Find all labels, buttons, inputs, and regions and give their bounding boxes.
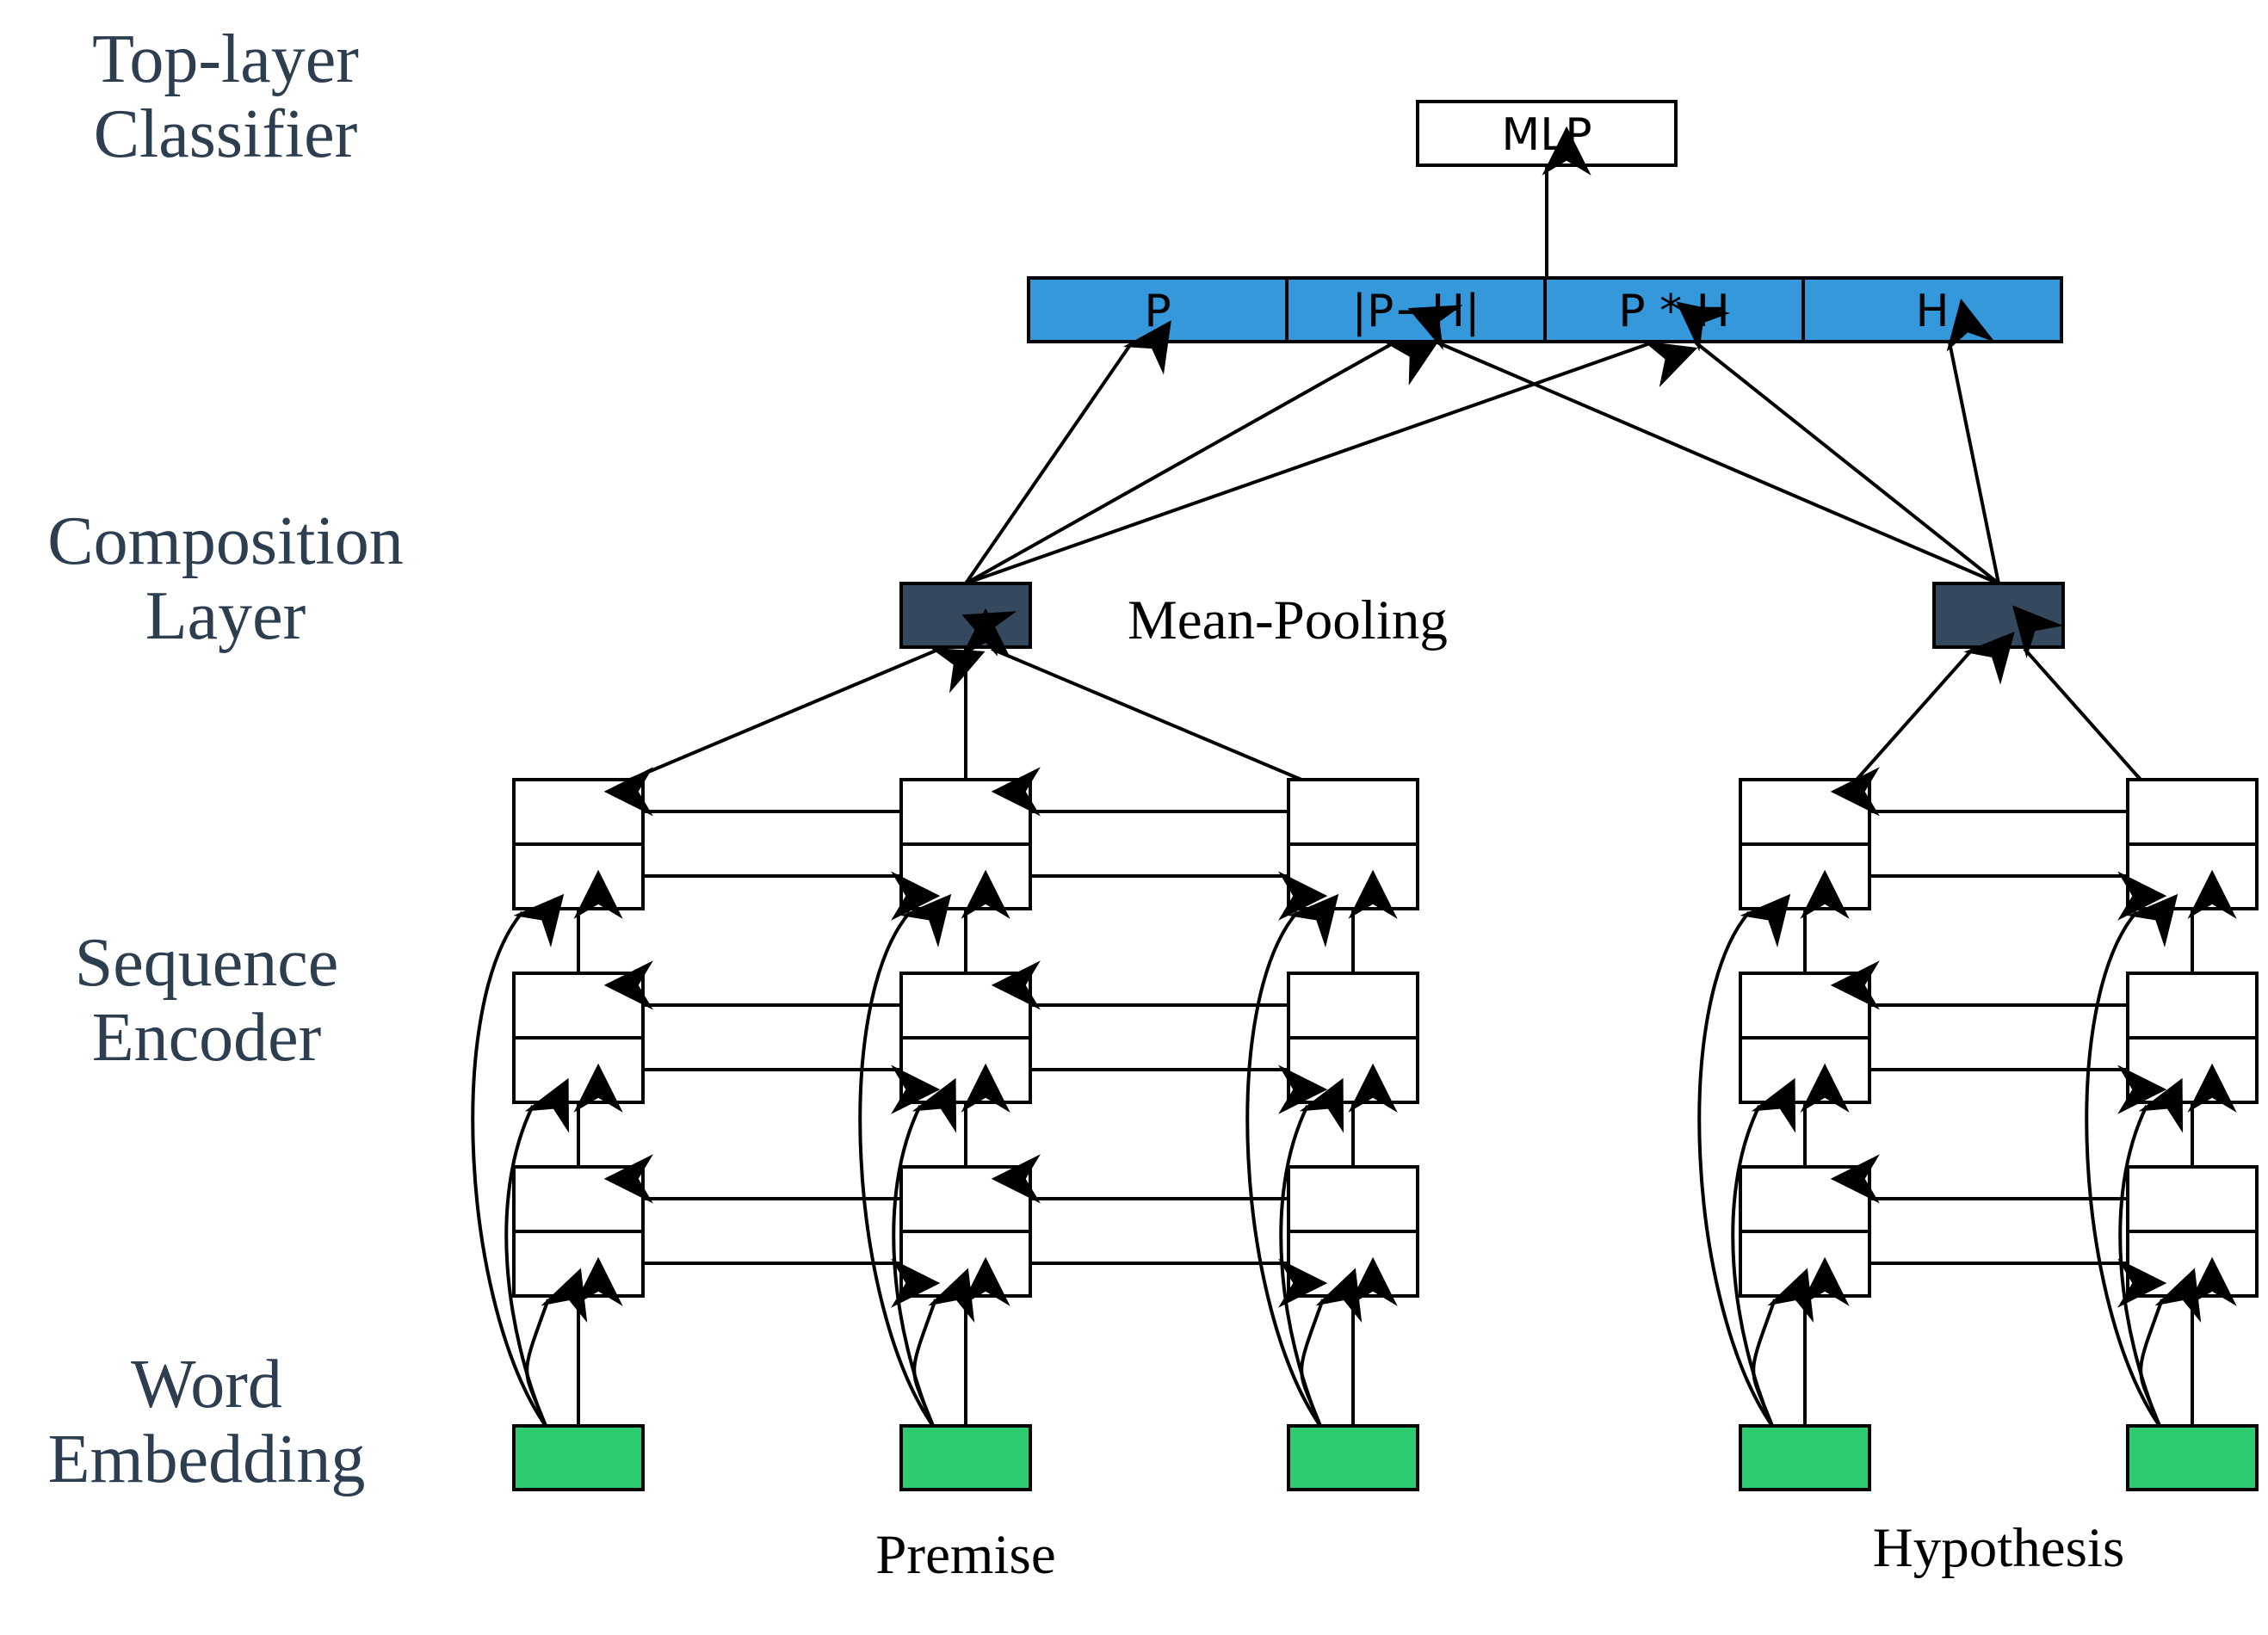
label-composition-line1: Composition <box>47 503 403 579</box>
label-encoder-line2: Encoder <box>92 1000 322 1076</box>
premise-skip-connection-arrow <box>1245 893 1339 1428</box>
hypothesis-pooled-vector <box>1932 582 2065 649</box>
concat-segment-hypothesis: H <box>1915 286 1949 337</box>
premise-skip-connection-arrow <box>525 1268 588 1427</box>
label-composition-line2: Layer <box>145 578 306 654</box>
hypothesis-to-diff-arrow <box>1407 305 1999 585</box>
composition-arrows <box>964 299 2000 585</box>
premise-word-embedding <box>1287 1424 1419 1491</box>
premise-skip-connection-arrow <box>858 893 952 1428</box>
label-encoder-line1: Sequence <box>75 925 339 1001</box>
hypothesis-to-h-arrow <box>1946 299 2000 584</box>
premise-to-product-arrow <box>965 341 1698 585</box>
hypothesis-to-pooling-arrow <box>1855 631 2015 781</box>
premise-skip-connection-arrow <box>912 1268 975 1427</box>
hypothesis-skip-connection-arrow <box>1752 1268 1814 1427</box>
premise-pooled-vector <box>899 582 1032 649</box>
hypothesis-word-embedding <box>2126 1424 2259 1491</box>
hypothesis-to-product-arrow <box>1676 301 2000 585</box>
hypothesis-skip-connection-arrow <box>2085 893 2178 1428</box>
hypothesis-skip-connection-arrow <box>2139 1268 2202 1427</box>
concat-segment-premise: P <box>1144 286 1171 337</box>
label-classifier-line1: Top-layer <box>92 22 359 97</box>
concat-bar: P |P−H| P * H H <box>1027 276 2063 343</box>
premise-word-embedding <box>899 1424 1032 1491</box>
hypothesis-skip-connection-arrow <box>1697 893 1791 1428</box>
premise-to-pooling-arrow <box>961 611 1302 781</box>
mean-pooling-label: Mean-Pooling <box>1128 589 1448 651</box>
premise-skip-connection-arrow <box>1300 1268 1363 1427</box>
concat-segment-product: P * H <box>1618 286 1730 337</box>
label-embedding-line2: Embedding <box>48 1422 366 1497</box>
premise-to-p-arrow <box>964 320 1171 585</box>
side-labels: Top-layer Classifier Composition Layer S… <box>47 22 403 1497</box>
concat-segment-abs-diff: |P−H| <box>1351 286 1480 337</box>
premise-skip-connection-arrow <box>471 893 565 1428</box>
hypothesis-word-embedding <box>1739 1424 1871 1491</box>
hypothesis-label: Hypothesis <box>1873 1517 2125 1579</box>
premise-to-pooling-arrow <box>629 647 986 781</box>
mlp-label: MLP <box>1501 109 1591 161</box>
label-embedding-line1: Word <box>131 1347 282 1422</box>
mlp-block: MLP <box>1416 100 1678 167</box>
premise-label: Premise <box>875 1524 1055 1586</box>
sequence-encoder-network <box>471 605 2259 1491</box>
premise-to-diff-arrow <box>965 339 1440 585</box>
premise-word-embedding <box>512 1424 645 1491</box>
hypothesis-to-pooling-arrow <box>2012 605 2142 781</box>
label-classifier-line2: Classifier <box>94 96 358 172</box>
